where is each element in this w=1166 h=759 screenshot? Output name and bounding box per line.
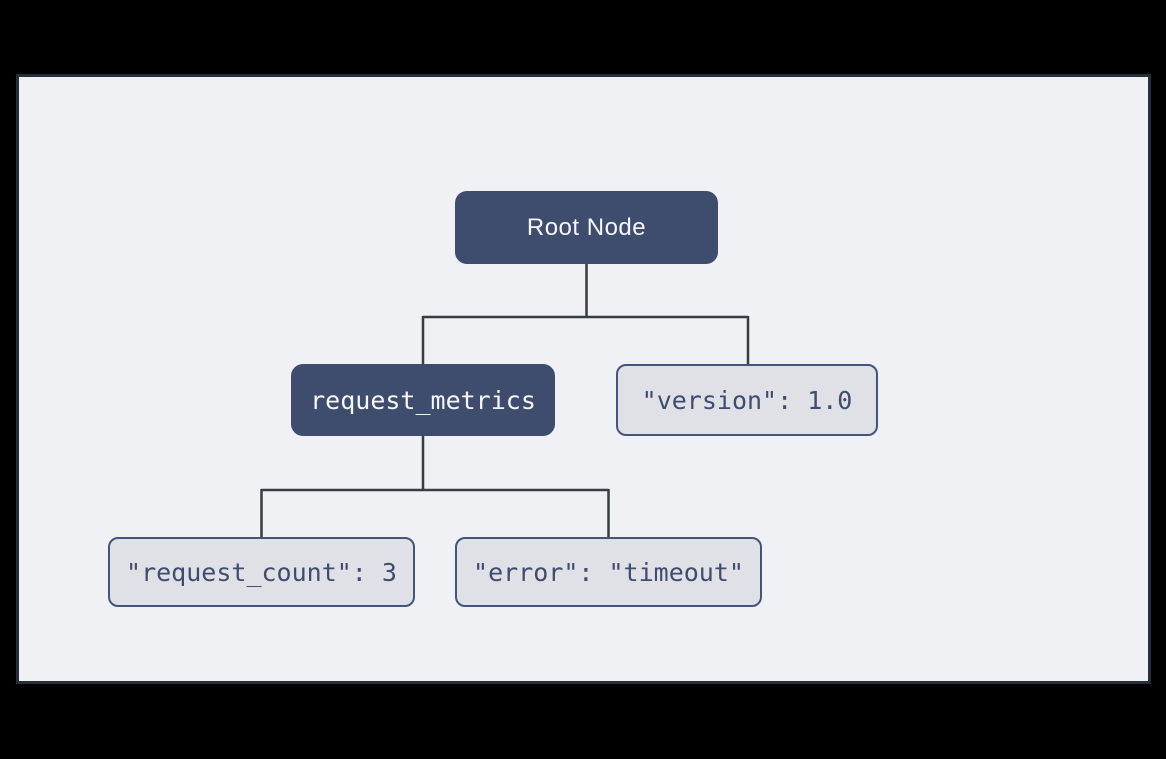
node-request-count-label: "request_count": 3 xyxy=(126,557,397,587)
node-request-metrics-label: request_metrics xyxy=(310,385,536,415)
node-root-label: Root Node xyxy=(526,213,647,241)
node-version: "version": 1.0 xyxy=(616,364,878,436)
node-error: "error": "timeout" xyxy=(455,537,762,607)
node-version-label: "version": 1.0 xyxy=(641,385,853,415)
node-root: Root Node xyxy=(455,191,718,264)
node-request-count: "request_count": 3 xyxy=(108,537,415,607)
node-error-label: "error": "timeout" xyxy=(473,557,744,587)
node-request-metrics: request_metrics xyxy=(291,364,555,436)
